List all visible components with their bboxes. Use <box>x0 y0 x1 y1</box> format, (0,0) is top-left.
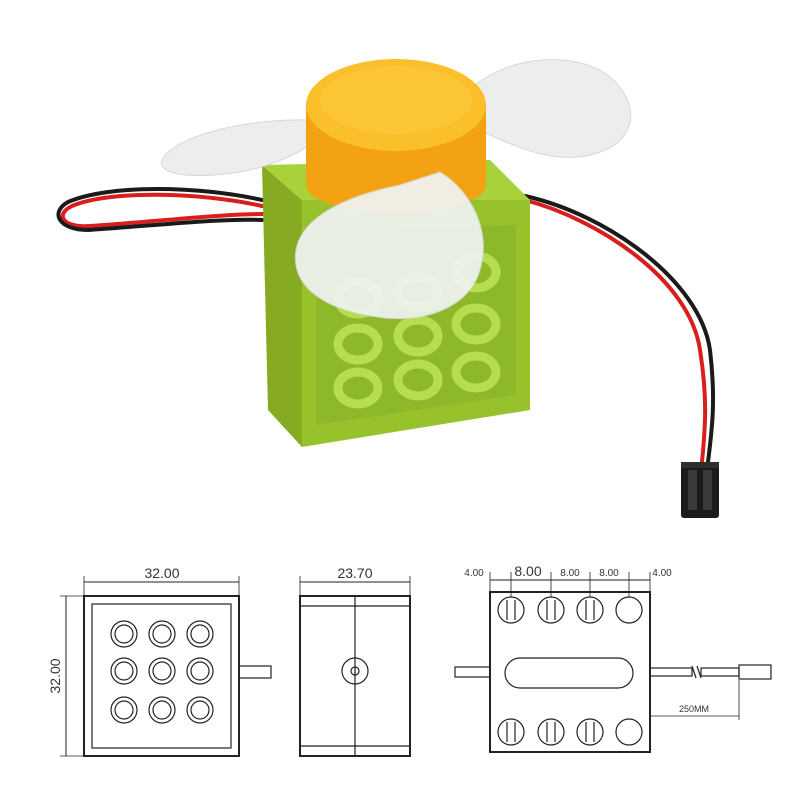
spacing-label: 8.00 <box>599 568 619 579</box>
front-view <box>60 576 272 757</box>
fan-blade-front <box>294 171 484 320</box>
fan-module-photo <box>56 59 719 518</box>
spacing-label: 4.00 <box>464 568 484 579</box>
cable-connector <box>681 462 719 518</box>
side-view <box>299 576 411 757</box>
top-view-studs <box>497 596 643 746</box>
cable-wires <box>56 187 716 464</box>
cable-length-label: 250MM <box>679 704 709 714</box>
front-width-label: 32.00 <box>144 565 179 581</box>
spacing-label: 4.00 <box>652 568 672 579</box>
top-view <box>454 572 772 753</box>
spacing-label: 8.00 <box>514 563 541 579</box>
fan-blades <box>161 59 632 177</box>
side-width-label: 23.70 <box>337 565 372 581</box>
top-view-spacing-labels: 4.00 8.00 8.00 8.00 4.00 <box>464 563 672 579</box>
technical-drawings: 32.00 32.00 23.70 <box>47 563 772 757</box>
front-height-label: 32.00 <box>47 658 63 693</box>
spacing-label: 8.00 <box>560 568 580 579</box>
front-view-studs <box>110 620 214 724</box>
